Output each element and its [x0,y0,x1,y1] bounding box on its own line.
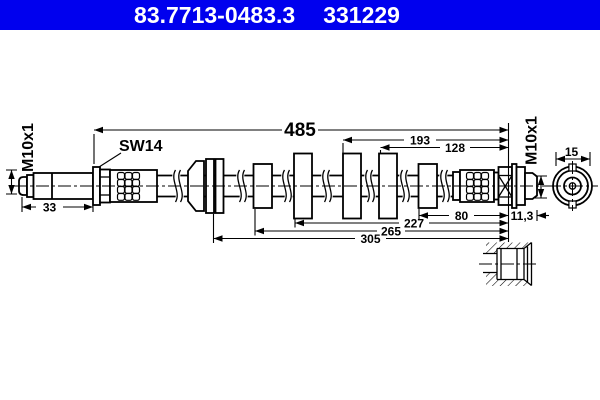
dim-33: 33 [22,201,93,215]
dim-227: 227 [295,217,509,231]
part-number: 83.7713-0483.3 [134,1,296,28]
dimensions: 485 193 128 33 [6,116,591,246]
title-bar: 83.7713-0483.3 331229 [0,0,600,30]
dim-128: 128 [380,141,509,155]
dim-overall: 485 [94,120,509,141]
dim-11-3: 11,3 [511,209,549,223]
dim-label-33: 33 [43,201,57,215]
side-view [14,152,552,220]
dim-label-80: 80 [455,209,469,223]
dim-193: 193 [343,134,509,148]
thread-label-right: M10x1 [524,116,541,165]
dim-label-265: 265 [381,225,401,239]
dim-label-128: 128 [445,141,465,155]
hex-label: SW14 [119,138,163,155]
dim-thread-right: M10x1 [524,116,547,199]
dim-15: 15 [556,145,590,163]
dim-305: 305 [213,232,509,246]
dim-label-485: 485 [284,120,316,141]
dim-80: 80 [419,209,509,223]
dim-label-11-3: 11,3 [511,209,534,223]
thread-label-left: M10x1 [20,123,37,172]
dim-label-305: 305 [360,232,380,246]
bracket-section-view [479,241,537,287]
hex-label-group: SW14 [98,138,163,168]
dim-265: 265 [255,225,509,239]
dim-label-227: 227 [404,217,424,231]
dim-thread-left: M10x1 [6,123,37,195]
dim-label-15: 15 [565,145,579,159]
reference-number: 331229 [323,1,400,28]
end-view [548,161,598,211]
dim-label-193: 193 [410,134,430,148]
